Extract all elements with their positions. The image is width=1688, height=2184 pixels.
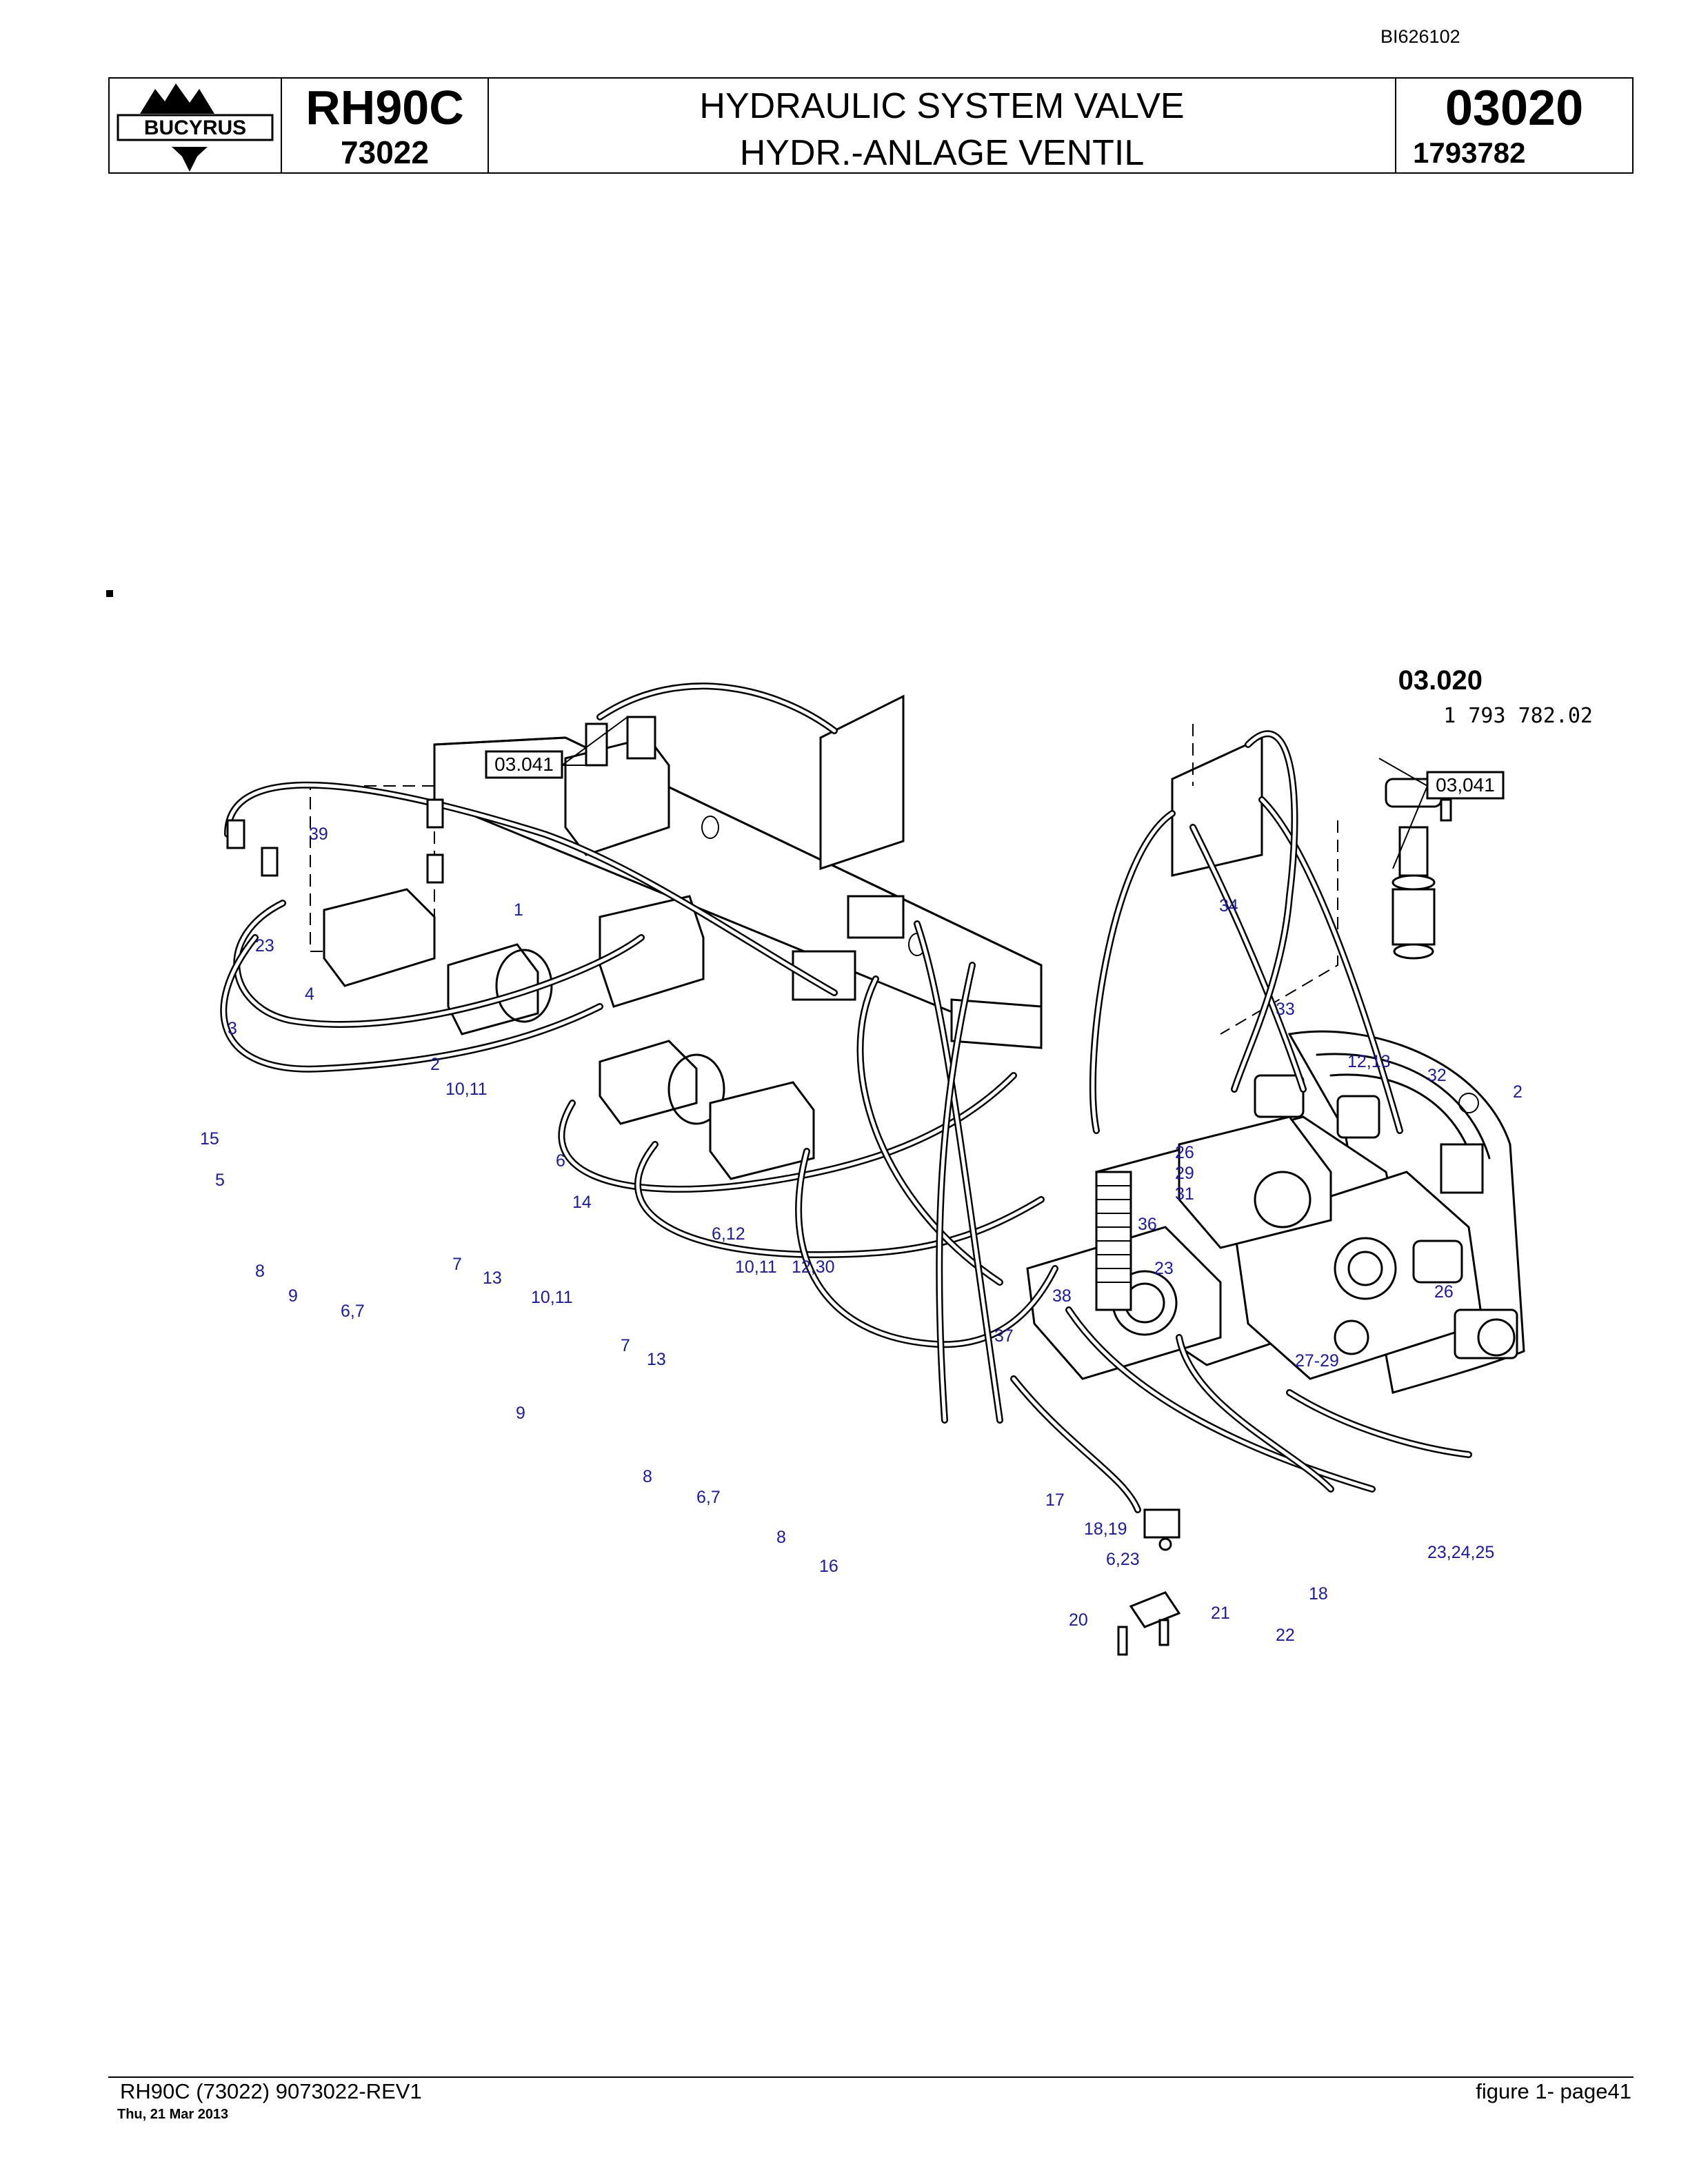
callout: 16 xyxy=(819,1557,838,1576)
callout: 20 xyxy=(1069,1610,1088,1630)
callout: 12,13 xyxy=(1347,1052,1391,1071)
group-number: 03020 xyxy=(1445,81,1584,136)
callout: 14 xyxy=(572,1193,592,1212)
ref-leader-a xyxy=(561,716,628,766)
model-name: RH90C xyxy=(305,81,464,134)
callout: 10,11 xyxy=(531,1288,573,1307)
ref-leader-d xyxy=(1392,785,1428,869)
hydraulic-diagram: 03.020 1 793 782.02 xyxy=(117,648,1607,1723)
callout: 31 xyxy=(1175,1184,1194,1204)
svg-text:BUCYRUS: BUCYRUS xyxy=(144,117,246,139)
callout: 13 xyxy=(483,1268,502,1288)
callout: 2 xyxy=(1513,1082,1523,1102)
callout: 23,24,25 xyxy=(1427,1543,1494,1562)
callout: 38 xyxy=(1052,1286,1072,1306)
callout-labels: 39 23 1 4 3 2 10,11 15 5 6 14 8 7 13 9 6… xyxy=(200,825,1523,1645)
callout: 18 xyxy=(1309,1584,1328,1604)
title-english: HYDRAULIC SYSTEM VALVE xyxy=(699,86,1185,126)
footer-date: Thu, 21 Mar 2013 xyxy=(117,2107,229,2122)
callout: 9 xyxy=(288,1286,298,1306)
drawing-part-number: 1 793 782.02 xyxy=(1443,704,1593,728)
callout: 4 xyxy=(305,984,314,1004)
ref-box-03-041-left: 03.041 xyxy=(494,754,554,775)
callout: 32 xyxy=(1427,1066,1447,1085)
model-cell: RH90C 73022 xyxy=(282,79,489,172)
callout: 36 xyxy=(1138,1215,1157,1234)
callout: 26 xyxy=(1175,1143,1194,1162)
callout: 1 xyxy=(514,900,523,920)
document-id: BI626102 xyxy=(1380,26,1460,47)
bullet-mark xyxy=(106,590,113,597)
callout: 6,23 xyxy=(1106,1550,1140,1569)
callout: 33 xyxy=(1276,1000,1295,1019)
pump-gearbox-assembly xyxy=(1026,1030,1525,1394)
fittings xyxy=(226,778,1452,1551)
callout: 7 xyxy=(452,1255,462,1274)
callout: 15 xyxy=(200,1129,219,1149)
callout: 7 xyxy=(621,1336,630,1355)
logo-cell: BUCYRUS xyxy=(110,79,282,172)
callout: 3 xyxy=(228,1019,237,1038)
diagram-drawing: 03.020 1 793 782.02 xyxy=(200,665,1593,1656)
ref-box-03-041-right: 03,041 xyxy=(1436,774,1495,796)
callout: 13 xyxy=(647,1350,666,1369)
title-cell: HYDRAULIC SYSTEM VALVE HYDR.-ANLAGE VENT… xyxy=(489,79,1396,173)
callout: 17 xyxy=(1045,1490,1065,1510)
callout: 23 xyxy=(255,936,274,956)
drawing-number: 03.020 xyxy=(1398,665,1483,696)
callout: 26 xyxy=(1434,1282,1454,1302)
callout: 39 xyxy=(309,825,328,844)
callout: 8 xyxy=(776,1528,786,1547)
ref-leader-c xyxy=(1378,758,1428,787)
callout: 6,7 xyxy=(341,1302,365,1321)
callout: 12,30 xyxy=(792,1257,835,1277)
ref-box-03-041-left-frame xyxy=(485,750,563,779)
hose-lines xyxy=(220,682,1472,1513)
callout: 8 xyxy=(643,1467,652,1486)
callout: 18,19 xyxy=(1084,1519,1127,1539)
callout: 37 xyxy=(994,1326,1014,1346)
callout: 10,11 xyxy=(735,1257,777,1277)
callout: 8 xyxy=(255,1262,265,1281)
left-valve-group xyxy=(323,888,905,1180)
callout: 6,12 xyxy=(712,1224,745,1244)
callout: 34 xyxy=(1219,896,1238,916)
callout: 5 xyxy=(215,1171,225,1190)
callout: 10,11 xyxy=(445,1080,488,1099)
callout: 6 xyxy=(556,1151,565,1171)
callout: 9 xyxy=(516,1404,525,1423)
callout: 6,7 xyxy=(696,1488,721,1507)
callout: 29 xyxy=(1175,1164,1194,1183)
title-block: BUCYRUS RH90C 73022 HYDRAULIC SYSTEM VAL… xyxy=(108,77,1634,174)
bottom-bracket xyxy=(1117,1591,1181,1656)
callout: 2 xyxy=(430,1055,440,1074)
title-german: HYDR.-ANLAGE VENTIL xyxy=(739,133,1145,173)
model-code: 73022 xyxy=(341,134,429,170)
control-valve-block xyxy=(564,716,705,1008)
bucyrus-logo: BUCYRUS xyxy=(117,83,274,172)
footer-page-ref: figure 1- page41 xyxy=(1476,2079,1631,2103)
callout: 21 xyxy=(1211,1604,1230,1623)
callout: 22 xyxy=(1276,1626,1295,1645)
dashed-leader-2 xyxy=(1220,820,1338,1035)
callout: 27-29 xyxy=(1295,1351,1339,1371)
part-number: 1793782 xyxy=(1413,136,1526,169)
footer-document-ref: RH90C (73022) 9073022-REV1 xyxy=(120,2079,422,2103)
number-cell: 03020 1793782 xyxy=(1396,79,1632,172)
footer-rule xyxy=(108,2076,1634,2078)
callout: 23 xyxy=(1154,1259,1174,1278)
